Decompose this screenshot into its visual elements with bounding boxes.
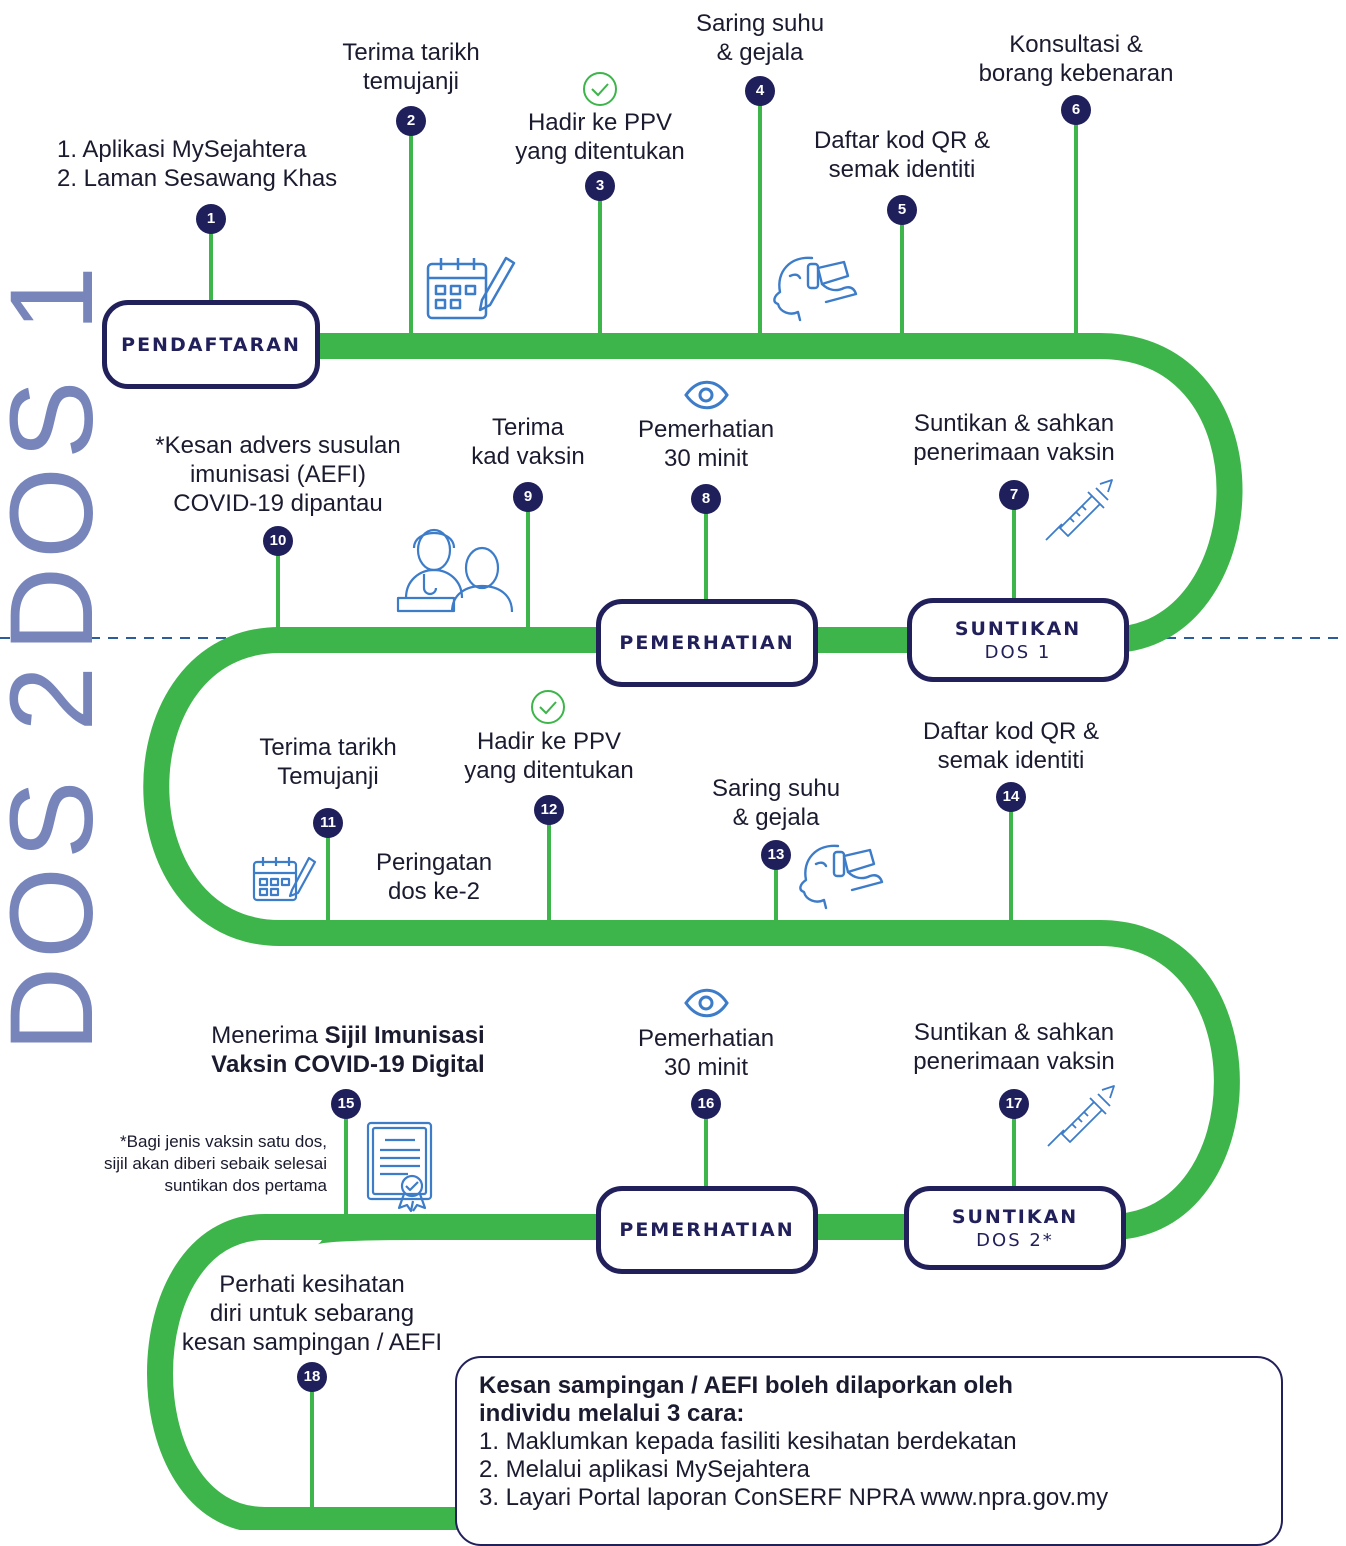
aefi-report-heading: individu melalui 3 cara: xyxy=(479,1400,745,1427)
step-badge: 2 xyxy=(396,106,426,136)
injection-2-stage-box: SUNTIKAN DOS 2* xyxy=(904,1186,1126,1270)
eye-icon xyxy=(684,988,729,1018)
aefi-report-item: 3. Layari Portal laporan ConSERF NPRA ww… xyxy=(479,1484,1109,1511)
syringe-icon xyxy=(1047,1085,1115,1147)
step-6-label: Konsultasi &borang kebenaran xyxy=(978,31,1174,87)
syringe-icon xyxy=(1045,479,1113,541)
step-badge: 12 xyxy=(534,795,564,825)
certificate-footnote: *Bagi jenis vaksin satu dos,sijil akan d… xyxy=(103,1132,327,1195)
step-badge: 14 xyxy=(996,782,1026,812)
step-badge: 5 xyxy=(887,195,917,225)
step-badge: 17 xyxy=(999,1089,1029,1119)
step-badge: 3 xyxy=(585,171,615,201)
step-badge: 16 xyxy=(691,1089,721,1119)
step-badge: 6 xyxy=(1061,95,1091,125)
step-15-label: Menerima Sijil Imunisasi Vaksin COVID-19… xyxy=(211,1022,485,1078)
step-badge: 18 xyxy=(297,1362,327,1392)
doctor-patient-icon xyxy=(396,528,514,613)
temperature-check-icon xyxy=(799,844,884,910)
check-circle-icon xyxy=(583,72,617,106)
aefi-report-box: Kesan sampingan / AEFI boleh dilaporkan … xyxy=(455,1356,1283,1546)
observation-1-stage-label: PEMERHATIAN xyxy=(619,632,795,654)
injection-2-stage-subtitle: DOS 2* xyxy=(976,1229,1054,1251)
step-badge: 9 xyxy=(513,482,543,512)
injection-1-stage-subtitle: DOS 1 xyxy=(984,641,1052,663)
aefi-report-heading: Kesan sampingan / AEFI boleh dilaporkan … xyxy=(479,1372,1013,1399)
step-badge: 10 xyxy=(263,526,293,556)
green-flow-road xyxy=(143,333,1243,1245)
eye-icon xyxy=(684,380,729,410)
step-13-label: Saring suhu& gejala xyxy=(711,775,841,831)
step-badge: 7 xyxy=(999,480,1029,510)
observation-2-stage-label: PEMERHATIAN xyxy=(619,1219,795,1241)
temperature-check-icon xyxy=(773,256,858,322)
step-badge: 1 xyxy=(196,204,226,234)
step-5-label: Daftar kod QR &semak identiti xyxy=(813,127,991,183)
step-14-label: Daftar kod QR &semak identiti xyxy=(922,718,1100,774)
injection-2-stage-title: SUNTIKAN xyxy=(951,1205,1079,1228)
step-badge: 15 xyxy=(331,1089,361,1119)
injection-1-stage-title: SUNTIKAN xyxy=(954,617,1082,640)
calendar-edit-icon xyxy=(426,256,516,320)
calendar-edit-icon xyxy=(252,856,317,902)
dose-1-side-label: DOS 1 xyxy=(0,258,118,653)
observation-1-stage-box: PEMERHATIAN xyxy=(596,599,818,687)
check-circle-icon xyxy=(531,690,565,724)
green-flow-road-end xyxy=(147,1214,470,1530)
certificate-icon xyxy=(366,1121,433,1213)
aefi-report-item: 1. Maklumkan kepada fasiliti kesihatan b… xyxy=(479,1428,1017,1455)
step-badge: 8 xyxy=(691,484,721,514)
observation-2-stage-box: PEMERHATIAN xyxy=(596,1186,818,1274)
injection-1-stage-box: SUNTIKAN DOS 1 xyxy=(907,598,1129,682)
registration-stage-box: PENDAFTARAN xyxy=(102,300,320,389)
dose-2-side-label: DOS 2 xyxy=(0,658,118,1053)
step-4-label: Saring suhu& gejala xyxy=(695,10,825,66)
step-badge: 11 xyxy=(313,808,343,838)
step-badge: 4 xyxy=(745,76,775,106)
registration-stage-label: PENDAFTARAN xyxy=(121,333,301,356)
aefi-report-item: 2. Melalui aplikasi MySejahtera xyxy=(479,1456,810,1483)
step-badge: 13 xyxy=(761,840,791,870)
